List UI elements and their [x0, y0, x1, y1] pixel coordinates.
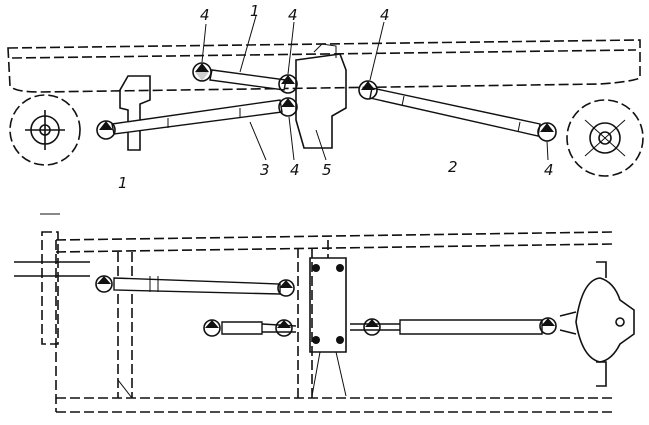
center-gear-housing: [309, 257, 347, 353]
right-knuckle: [559, 261, 635, 387]
drag-link-rod: [209, 69, 287, 91]
plan-ball-joint-4: [275, 319, 293, 337]
left-wheel-hub: [9, 94, 81, 166]
callout-1-small: 1: [118, 174, 128, 192]
callout-1: 1: [250, 2, 260, 20]
plan-tie-rod-right: [399, 319, 543, 335]
bolt-icon: [336, 264, 344, 272]
ball-joint-top-1: [192, 62, 212, 82]
callout-4-c: 4: [380, 6, 390, 24]
callout-5: 5: [322, 161, 332, 179]
steering-gear-top: [313, 43, 337, 58]
left-cross-member: [117, 252, 133, 398]
bolt-icon: [312, 264, 320, 272]
frame-rail-inner-line: [11, 49, 637, 59]
plan-ball-joint-5: [363, 318, 381, 336]
bolt-icon: [312, 336, 320, 344]
ball-joint-mid-1: [278, 97, 298, 117]
steering-gear-box: [295, 53, 347, 149]
callout-4-b: 4: [288, 6, 298, 24]
plan-ball-joint-1: [95, 275, 113, 293]
left-knuckle: [14, 213, 90, 345]
callout-3: 3: [260, 161, 270, 179]
plan-drag-link: [221, 321, 263, 335]
right-wheel-hub: [566, 99, 644, 177]
ball-joint-top-3: [358, 80, 378, 100]
plan-ball-joint-3: [203, 319, 221, 337]
tie-rod-right: [369, 87, 541, 137]
plan-ball-joint-2: [277, 279, 295, 297]
plan-ball-joint-6: [539, 317, 557, 335]
tie-rod-left: [111, 99, 283, 135]
callout-4-e: 4: [544, 161, 554, 179]
plan-tie-rod-left: [113, 277, 281, 295]
frame-rail-outline: [7, 39, 641, 93]
callout-4-d: 4: [290, 161, 300, 179]
ball-joint-top-2: [278, 74, 298, 94]
ball-joint-right: [537, 122, 557, 142]
callout-4-a: 4: [200, 6, 210, 24]
left-axle-bracket: [119, 75, 151, 151]
plan-view: [14, 213, 635, 413]
callout-2: 2: [448, 158, 458, 176]
side-view: 4 1 4 4 3 4 5 2 4 1: [7, 2, 644, 192]
bolt-icon: [336, 336, 344, 344]
ball-joint-left: [96, 120, 116, 140]
